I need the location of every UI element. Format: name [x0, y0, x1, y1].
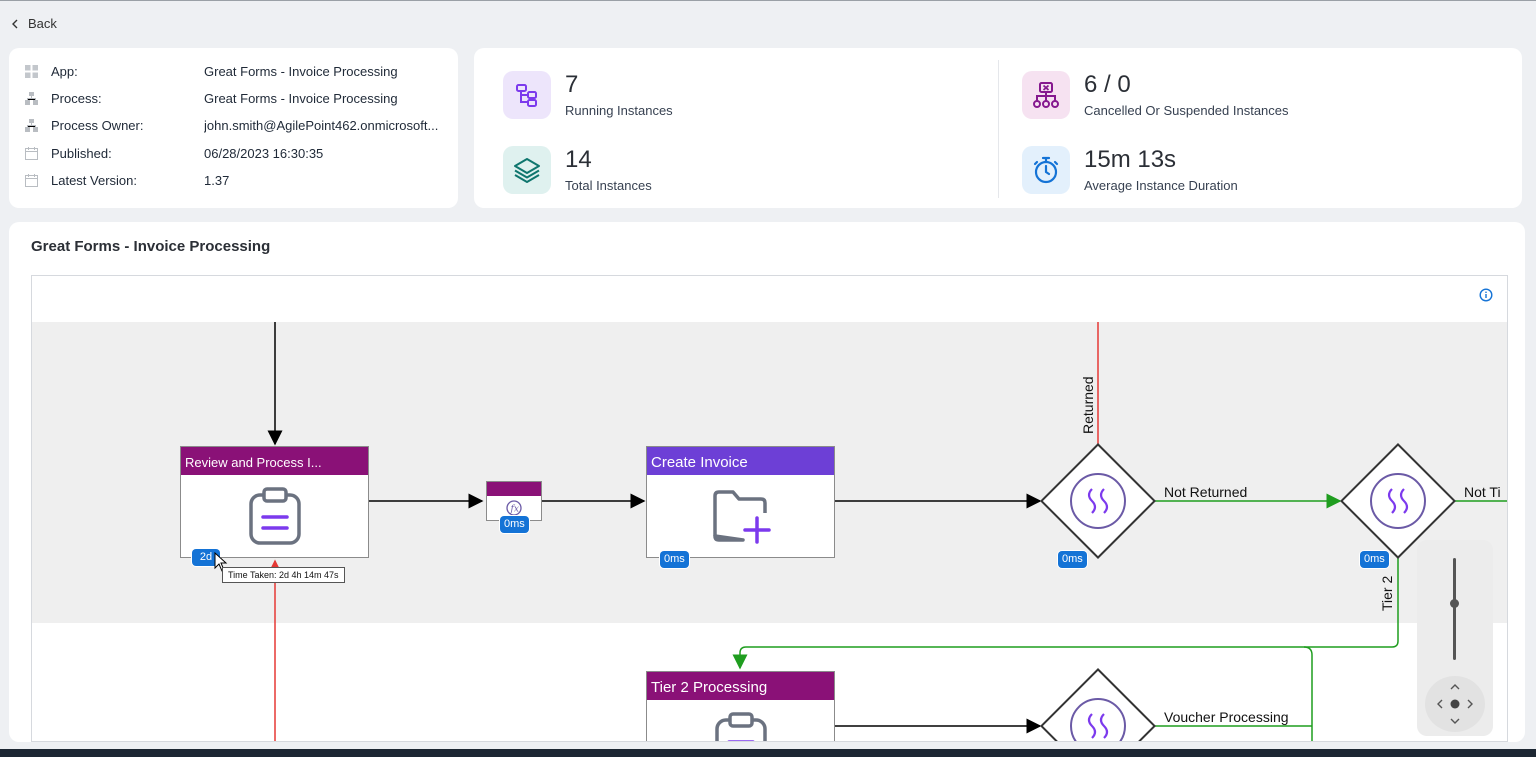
process-tree-icon: [25, 118, 38, 132]
pan-center-icon: [1450, 699, 1460, 709]
time-badge[interactable]: 0ms: [1058, 551, 1087, 568]
back-link[interactable]: Back: [10, 16, 57, 31]
stats-divider: [998, 60, 999, 198]
task-title: Create Invoice: [647, 447, 834, 475]
pan-control[interactable]: [1425, 676, 1485, 732]
cancelled-caption: Cancelled Or Suspended Instances: [1084, 103, 1289, 118]
stopwatch-icon: [1022, 146, 1070, 194]
info-label: Latest Version:: [51, 172, 137, 188]
pan-left-icon: [1437, 699, 1443, 709]
task-tier2-processing[interactable]: Tier 2 Processing: [646, 671, 835, 741]
info-value: 1.37: [204, 172, 230, 188]
cancelled-tree-icon: [1022, 71, 1070, 119]
task-review-process[interactable]: Review and Process I...: [180, 446, 369, 558]
process-tree-icon: [25, 91, 38, 105]
app-grid-icon: [25, 64, 38, 78]
running-caption: Running Instances: [565, 103, 673, 118]
task-title: Review and Process I...: [181, 447, 368, 475]
duration-caption: Average Instance Duration: [1084, 178, 1238, 193]
calendar-icon: [25, 173, 38, 187]
process-info-card: App: Great Forms - Invoice Processing Pr…: [9, 48, 458, 208]
running-instances-icon: [503, 71, 551, 119]
info-value: john.smith@AgilePoint462.onmicrosoft...: [204, 117, 439, 133]
total-count: 14: [565, 146, 592, 173]
info-label: Published:: [51, 145, 112, 161]
process-title: Great Forms - Invoice Processing: [31, 238, 271, 255]
edge-label-tier2: Tier 2: [1379, 575, 1395, 611]
window-top-border: [0, 0, 1536, 1]
instance-stats-card: 7 Running Instances 14 Total Instances 6…: [474, 48, 1522, 208]
task-create-invoice[interactable]: Create Invoice: [646, 446, 835, 558]
zoom-slider-track[interactable]: [1453, 558, 1456, 660]
info-label: App:: [51, 63, 78, 79]
task-formula[interactable]: fx: [486, 481, 542, 521]
process-diagram-card: Great Forms - Invoice Processing: [9, 222, 1525, 742]
gateway-voucher-check: [1040, 668, 1156, 741]
zoom-control: [1417, 540, 1493, 736]
gateway-returned-check: [1040, 443, 1156, 559]
info-value: Great Forms - Invoice Processing: [204, 90, 398, 106]
calendar-icon: [25, 146, 38, 160]
info-icon[interactable]: [1479, 288, 1493, 302]
layers-icon: [503, 146, 551, 194]
info-label: Process Owner:: [51, 117, 144, 133]
clipboard-icon: [647, 700, 834, 741]
zoom-slider-handle[interactable]: [1450, 599, 1459, 608]
folder-add-icon: [647, 475, 834, 557]
info-value: 06/28/2023 16:30:35: [204, 145, 324, 161]
os-taskbar: [0, 749, 1536, 757]
edge-label-not-tier: Not Ti: [1464, 484, 1501, 500]
running-count: 7: [565, 71, 579, 98]
formula-icon: fx: [506, 500, 522, 516]
task-title: Tier 2 Processing: [647, 672, 834, 700]
duration-value: 15m 13s: [1084, 146, 1177, 173]
time-badge[interactable]: 0ms: [660, 551, 689, 568]
flow-tier2: [732, 558, 1399, 670]
process-canvas[interactable]: Review and Process I... 2d Time Taken: 2…: [31, 275, 1508, 742]
flow-connectors: [267, 322, 1507, 741]
time-badge[interactable]: 0ms: [500, 516, 529, 533]
gateway-tier-check: [1340, 443, 1456, 559]
time-taken-tooltip: Time Taken: 2d 4h 14m 47s: [222, 567, 345, 583]
edge-label-returned: Returned: [1080, 376, 1096, 434]
flow-tier2-branch: [1303, 646, 1313, 741]
time-badge[interactable]: 2d: [192, 549, 220, 566]
back-label: Back: [28, 16, 57, 31]
total-caption: Total Instances: [565, 178, 652, 193]
pan-down-icon: [1450, 718, 1460, 724]
svg-text:fx: fx: [510, 505, 519, 515]
info-value: Great Forms - Invoice Processing: [204, 63, 398, 79]
edge-label-voucher: Voucher Processing: [1164, 709, 1289, 725]
chevron-left-icon: [12, 19, 18, 28]
pan-up-icon: [1450, 684, 1460, 690]
clipboard-icon: [181, 475, 368, 557]
info-label: Process:: [51, 90, 102, 106]
cancelled-count: 6 / 0: [1084, 71, 1131, 98]
pan-right-icon: [1467, 699, 1473, 709]
edge-label-not-returned: Not Returned: [1164, 484, 1248, 500]
time-badge[interactable]: 0ms: [1360, 551, 1389, 568]
